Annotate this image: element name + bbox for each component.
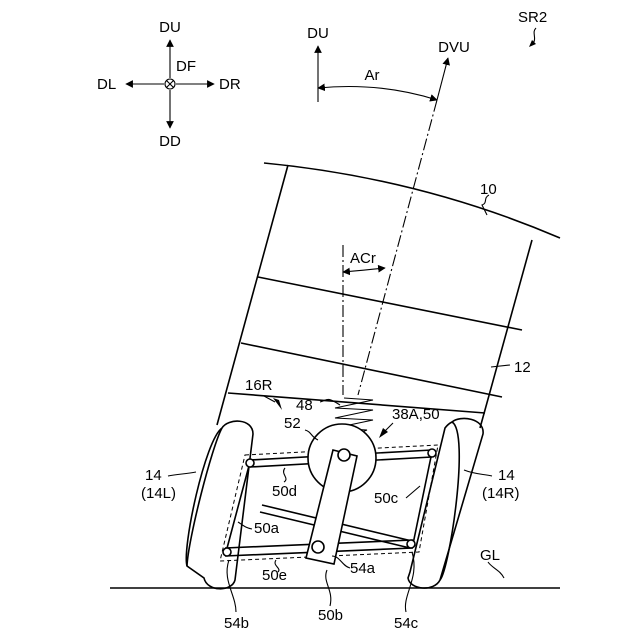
frame-label: 12 [514, 359, 531, 376]
wheel-left-label: 14 [145, 467, 162, 484]
angle-ar-label: Ar [365, 67, 380, 84]
angle-acr-label: ACr [350, 250, 376, 267]
body-label: 10 [480, 181, 497, 198]
link-right-label: 50c [374, 490, 399, 507]
compass-rose: DU DD DL DR DF [97, 19, 241, 150]
compass-down-label: DD [159, 133, 181, 150]
link-upper-label: 50d [272, 483, 297, 500]
hub-label: 52 [284, 415, 301, 432]
link-lower-label: 50e [262, 567, 287, 584]
figure-id: SR2 [518, 9, 547, 47]
figure-id-label: SR2 [518, 9, 547, 26]
wheel-right [408, 418, 483, 588]
wheel-right-sub-label: (14R) [482, 485, 520, 502]
vertical-reference: DU DVU Ar [307, 25, 470, 395]
wheel-right-label: 14 [498, 467, 515, 484]
compass-up-label: DU [159, 19, 181, 36]
wheel-left [186, 421, 253, 589]
group-label: 16R [245, 377, 273, 394]
joint-center-label: 54a [350, 560, 376, 577]
link-left-label: 50a [254, 520, 280, 537]
wheel-left-sub-label: (14L) [141, 485, 176, 502]
compass-right-label: DR [219, 76, 241, 93]
tilted-axis-label: DVU [438, 39, 470, 56]
ground-label: GL [480, 547, 500, 564]
joint-left-label: 54b [224, 615, 249, 632]
compass-left-label: DL [97, 76, 116, 93]
joint-right-label: 54c [394, 615, 419, 632]
compass-front-label: DF [176, 58, 196, 75]
vertical-axis-label: DU [307, 25, 329, 42]
actuator-label: 38A,50 [392, 406, 440, 423]
center-arm-label: 50b [318, 607, 343, 624]
spring-label: 48 [296, 397, 313, 414]
